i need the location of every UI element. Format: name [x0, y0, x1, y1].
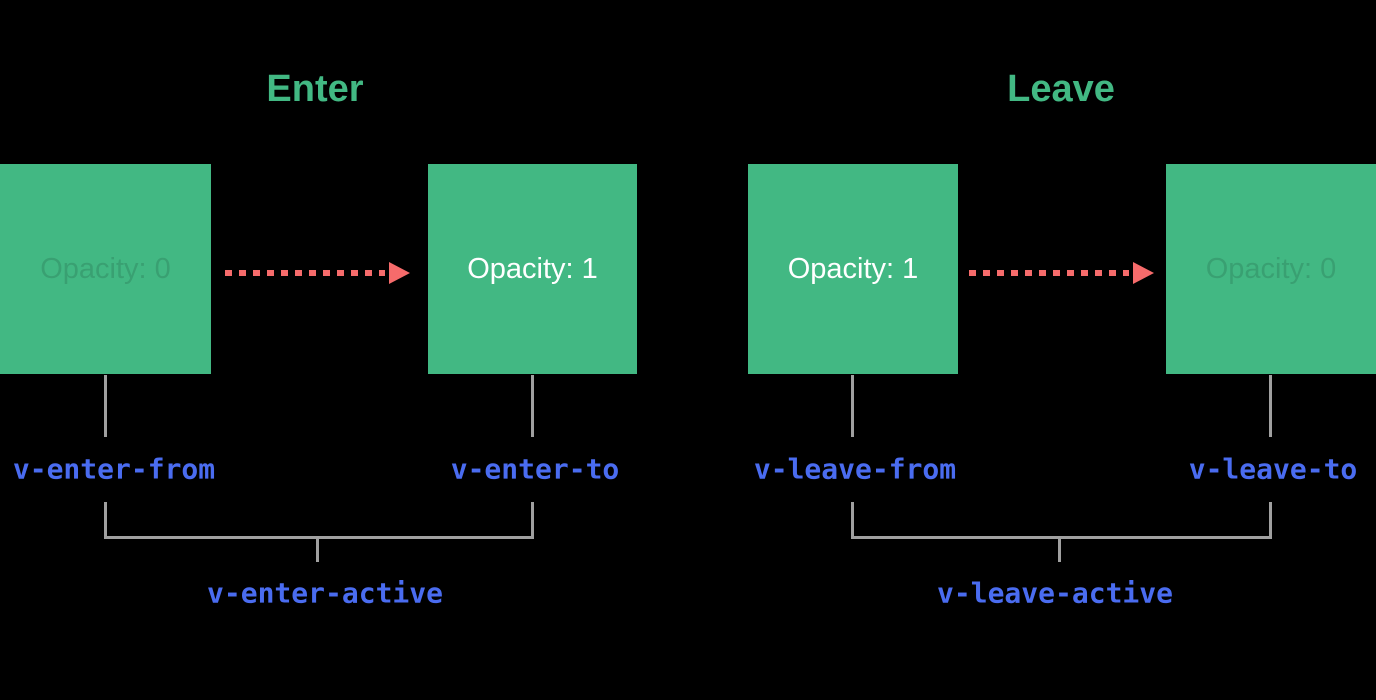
- enter-to-class-label: v-enter-to: [450, 452, 620, 486]
- leave-active-class-label: v-leave-active: [936, 576, 1174, 610]
- enter-from-bracket-riser: [104, 502, 107, 536]
- enter-section-title: Enter: [266, 68, 364, 110]
- leave-from-box-label: Opacity: 1: [787, 252, 919, 285]
- leave-arrowhead-icon: [1133, 262, 1154, 284]
- leave-from-bracket-riser: [851, 502, 854, 536]
- leave-from-connector-line: [851, 375, 854, 437]
- enter-to-box-label: Opacity: 1: [467, 252, 598, 285]
- leave-to-bracket-riser: [1269, 502, 1272, 536]
- enter-to-box: Opacity: 1: [428, 164, 637, 374]
- enter-from-class-label: v-enter-from: [12, 452, 216, 486]
- enter-to-connector-line: [531, 375, 534, 437]
- enter-from-box: Opacity: 0: [0, 164, 211, 374]
- leave-to-box-label: Opacity: 0: [1205, 252, 1337, 285]
- leave-dashed-arrow-line: [969, 270, 1129, 276]
- enter-from-box-label: Opacity: 0: [40, 252, 171, 285]
- enter-bracket-drop-line: [316, 539, 319, 562]
- leave-section-title: Leave: [1007, 68, 1115, 110]
- leave-to-connector-line: [1269, 375, 1272, 437]
- enter-to-bracket-riser: [531, 502, 534, 536]
- leave-to-box: Opacity: 0: [1166, 164, 1376, 374]
- enter-arrowhead-icon: [389, 262, 410, 284]
- leave-from-class-label: v-leave-from: [753, 452, 957, 486]
- leave-bracket-drop-line: [1058, 539, 1061, 562]
- enter-bracket-bar: [104, 536, 534, 539]
- leave-bracket-bar: [851, 536, 1272, 539]
- leave-from-box: Opacity: 1: [748, 164, 958, 374]
- leave-to-class-label: v-leave-to: [1188, 452, 1358, 486]
- enter-active-class-label: v-enter-active: [206, 576, 444, 610]
- enter-from-connector-line: [104, 375, 107, 437]
- enter-dashed-arrow-line: [225, 270, 385, 276]
